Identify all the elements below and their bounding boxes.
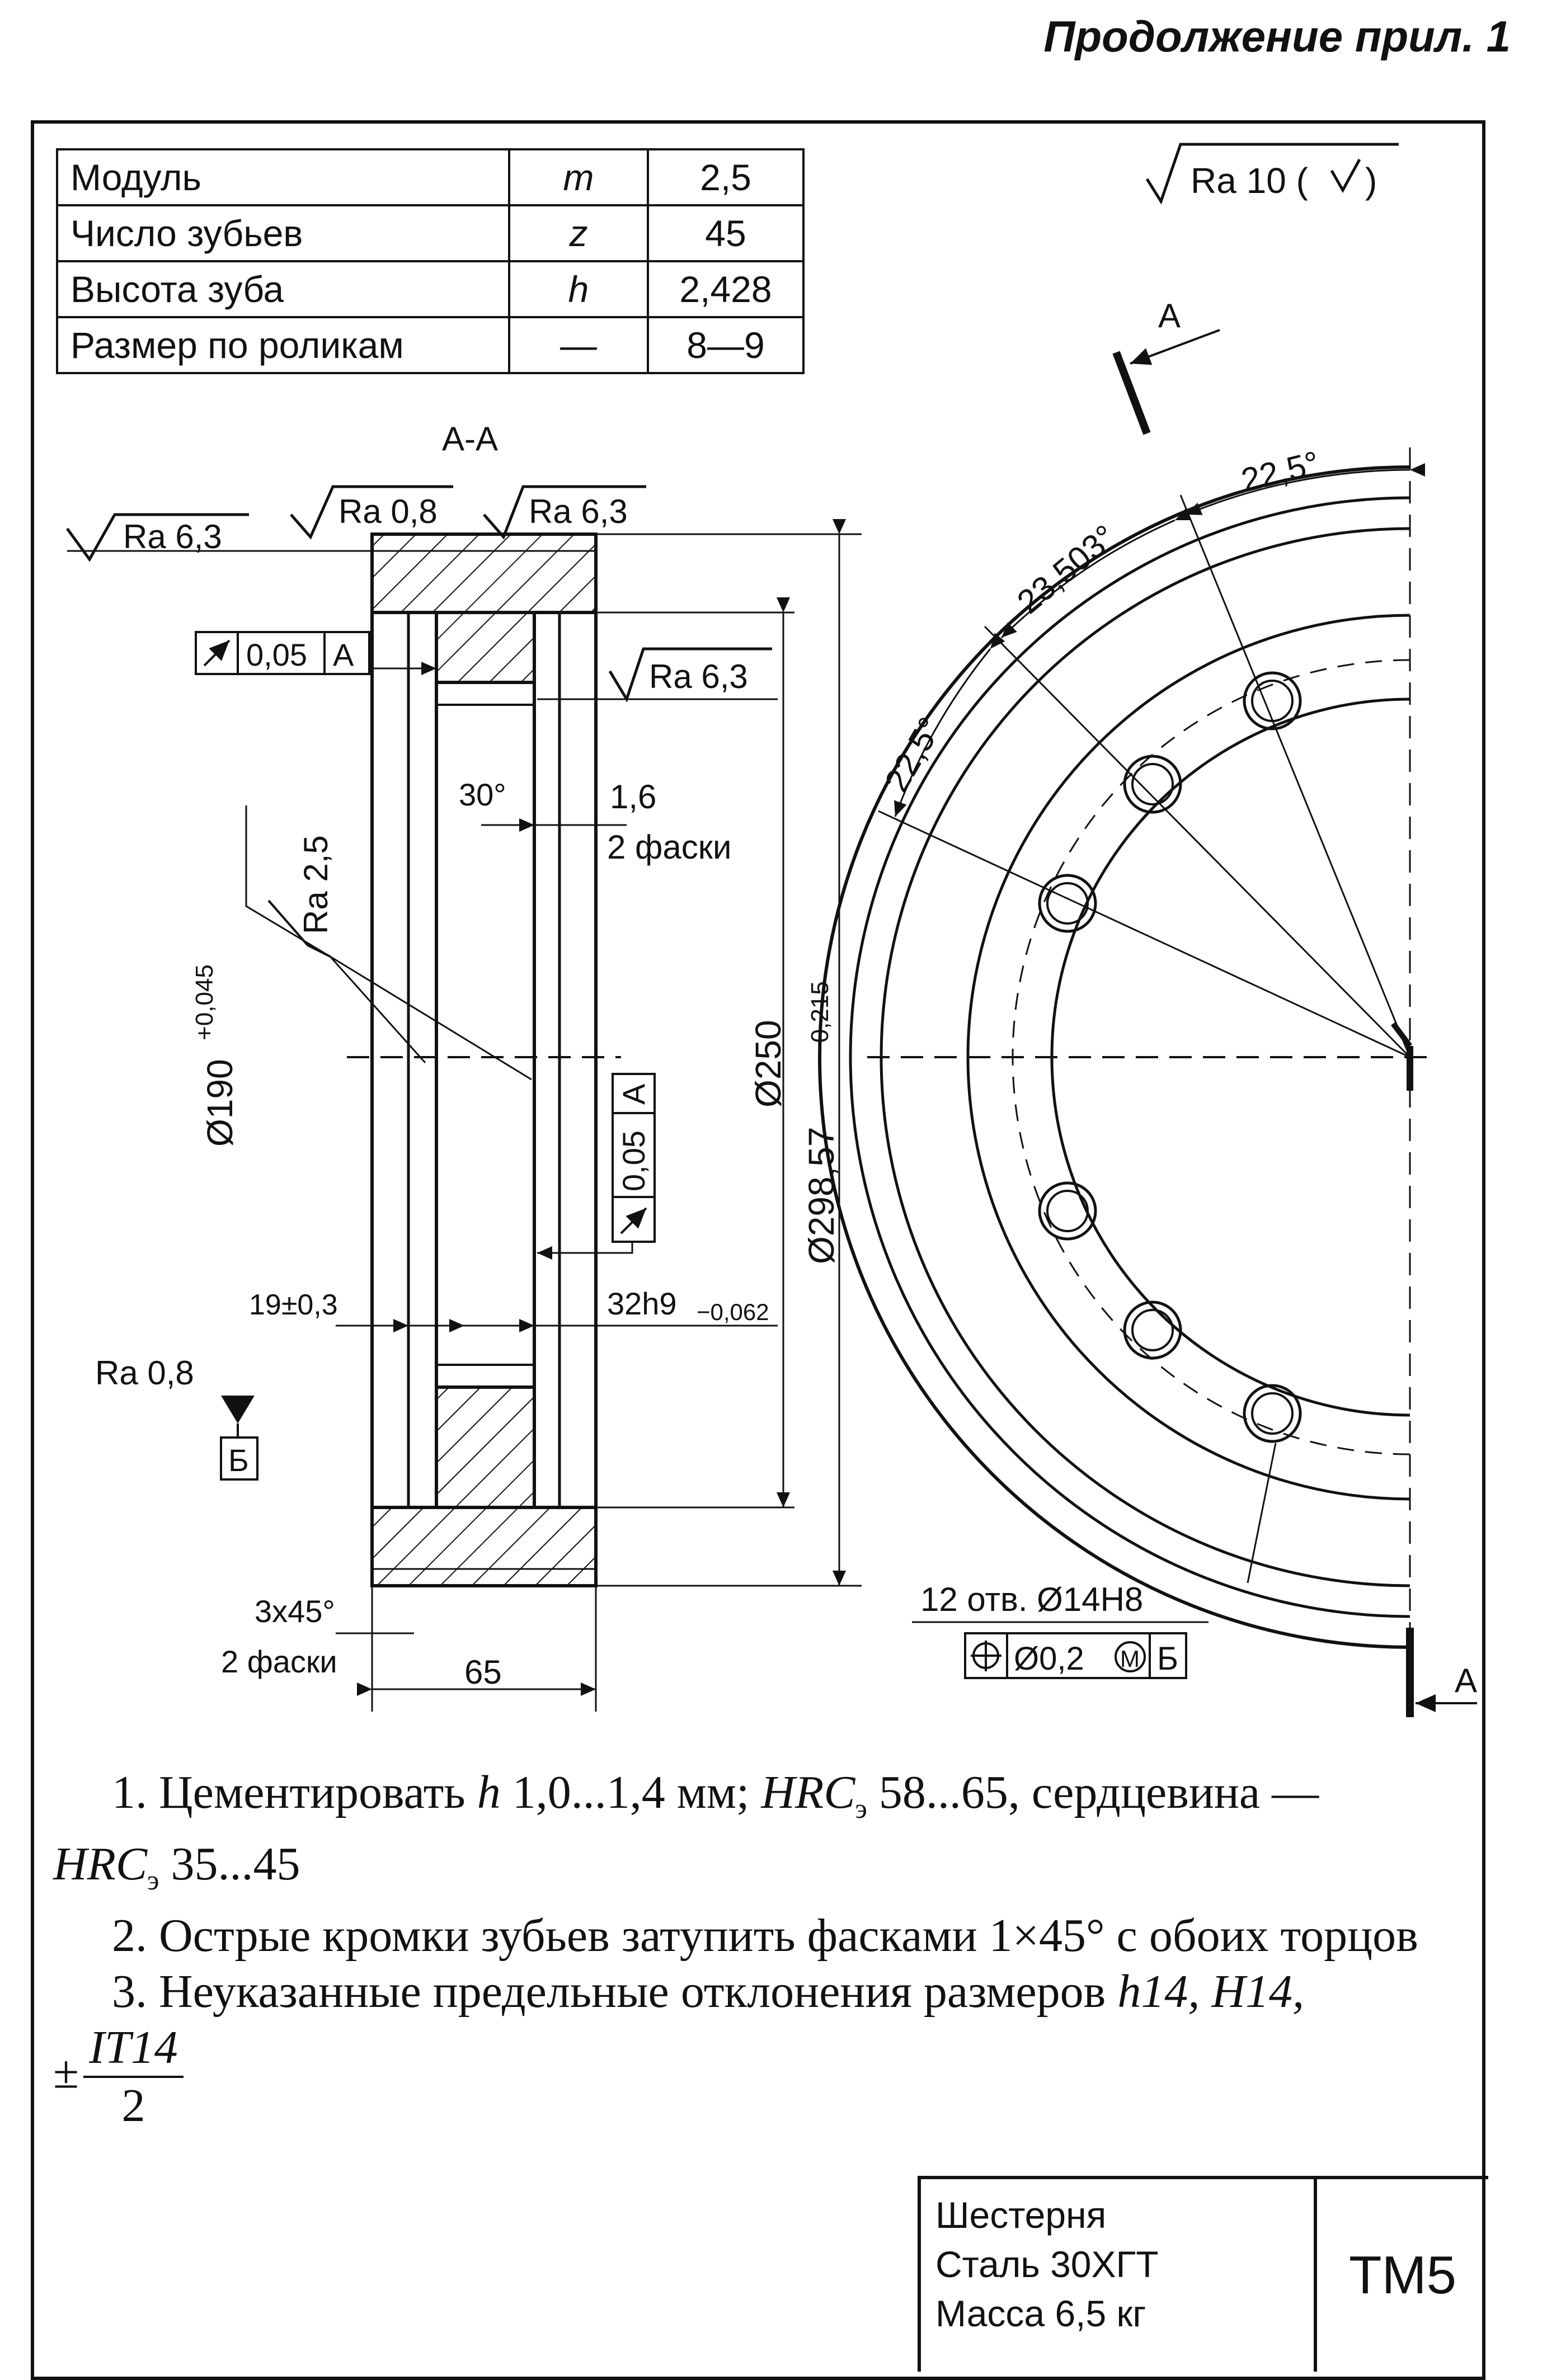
chamfer-inner-value: 1,6 (610, 778, 656, 816)
general-roughness-label: Ra 10 ( (1191, 161, 1308, 201)
param-name: Высота зуба (56, 260, 510, 318)
table-row: Высота зуба h 2,428 (56, 260, 805, 318)
mmc-icon (1115, 1641, 1146, 1672)
roughness-label: Ra 2,5 (297, 835, 335, 934)
param-name: Модуль (56, 148, 510, 206)
roughness-bore-leader: Ra 2,5 (245, 805, 532, 1081)
cut-letter: А (1158, 297, 1181, 334)
part-name: Шестерня (935, 2194, 1107, 2236)
base-roughness: Ra 0,8 (95, 1354, 194, 1392)
mmc-letter: M (1120, 1646, 1140, 1672)
material: Сталь 30ХГТ (935, 2244, 1159, 2285)
continuation-header: Продолжение прил. 1 (1043, 12, 1511, 61)
bore-diameter: Ø190 (200, 1059, 240, 1147)
position-base: Б (1157, 1641, 1178, 1677)
roughness-label: Ra 0,8 (338, 493, 438, 530)
runout-value: 0,05 (246, 637, 307, 672)
svg-text:): ) (1365, 161, 1377, 201)
note-3: 3. Неуказанные предельные отклонения раз… (112, 1965, 1304, 2018)
param-name: Число зубьев (56, 204, 510, 262)
cut-marker-top: А (1112, 297, 1220, 435)
roughness-top-center: Ra 0,8 Ra 6,3 (290, 485, 646, 540)
rim-width-tol: −0,062 (697, 1299, 769, 1325)
holes-label: 12 отв. Ø14H8 (920, 1581, 1143, 1618)
front-view (818, 447, 1438, 1678)
base-marker-b: Ra 0,8 Б (95, 1354, 258, 1481)
width-65: 65 (464, 1653, 502, 1691)
roughness-label: Ra 6,3 (123, 518, 222, 555)
param-symbol: m (508, 148, 649, 206)
roughness-label: Ra 6,3 (649, 658, 748, 695)
chamfer-outer: 3x45° (255, 1594, 335, 1629)
note-1-cont: HRCэ 35...45 (53, 1837, 300, 1896)
roughness-label: Ra 6,3 (529, 493, 628, 530)
angle-dim-1: 22,5° (1238, 444, 1323, 499)
gear-parameters-table: Модуль m 2,5 Число зубьев z 45 Высота зу… (56, 148, 805, 374)
base-letter: Б (228, 1443, 249, 1478)
runout-base: А (616, 1083, 651, 1105)
holes-callout: 12 отв. Ø14H8 Ø0,2 M Б (920, 1581, 1187, 1679)
param-symbol: z (508, 204, 649, 262)
runout-value: 0,05 (616, 1130, 651, 1191)
param-value: 45 (647, 204, 805, 262)
angle-label: 30° (459, 777, 506, 812)
chamfer-inner-note: 2 фаски (607, 828, 732, 866)
runout-base: А (333, 637, 354, 672)
angle-dim-2: 23,503° (1010, 517, 1123, 621)
runout-frame-top: 0,05 А (195, 631, 436, 675)
title-block: Шестерня Сталь 30ХГТ Масса 6,5 кг ТМ5 (918, 2176, 1488, 2372)
bore-tolerance: +0,045 (191, 964, 218, 1040)
cut-marker-bottom: А (1406, 1628, 1477, 1717)
table-row: Размер по роликам — 8—9 (56, 316, 805, 374)
drawing-code: ТМ5 (1349, 2245, 1456, 2305)
roughness-right-bore: Ra 6,3 (537, 647, 778, 703)
dia-bore-dim: Ø190 +0,045 (191, 964, 240, 1147)
param-value: 8—9 (647, 316, 805, 374)
table-row: Число зубьев z 45 (56, 204, 805, 262)
general-roughness-mark: Ra 10 ( ) (1145, 143, 1399, 205)
roughness-left-top: Ra 6,3 (65, 513, 392, 562)
chamfer-outer-note: 2 фаски (221, 1644, 337, 1679)
note-2: 2. Острые кромки зубьев затупить фасками… (112, 1909, 1418, 1962)
hub-width: 19±0,3 (249, 1289, 338, 1321)
rim-width: 32h9 (607, 1286, 677, 1321)
param-name: Размер по роликам (56, 316, 510, 374)
runout-frame-side: А 0,05 (537, 1073, 656, 1260)
dia-250: Ø250 (748, 1020, 788, 1107)
cut-letter: А (1455, 1662, 1477, 1699)
technical-notes: 1. Цементировать h 1,0...1,4 мм; HRCэ 58… (53, 1765, 1474, 2134)
mass: Масса 6,5 кг (935, 2293, 1146, 2334)
position-tolerance: Ø0,2 (1014, 1641, 1084, 1677)
section-view (336, 519, 862, 1712)
param-value: 2,428 (647, 260, 805, 318)
table-row: Модуль m 2,5 (56, 148, 805, 206)
section-label: А-А (442, 420, 498, 458)
param-value: 2,5 (647, 148, 805, 206)
param-symbol: h (508, 260, 649, 318)
param-symbol: — (508, 316, 649, 374)
note-1: 1. Цементировать h 1,0...1,4 мм; HRCэ 58… (112, 1766, 1319, 1824)
